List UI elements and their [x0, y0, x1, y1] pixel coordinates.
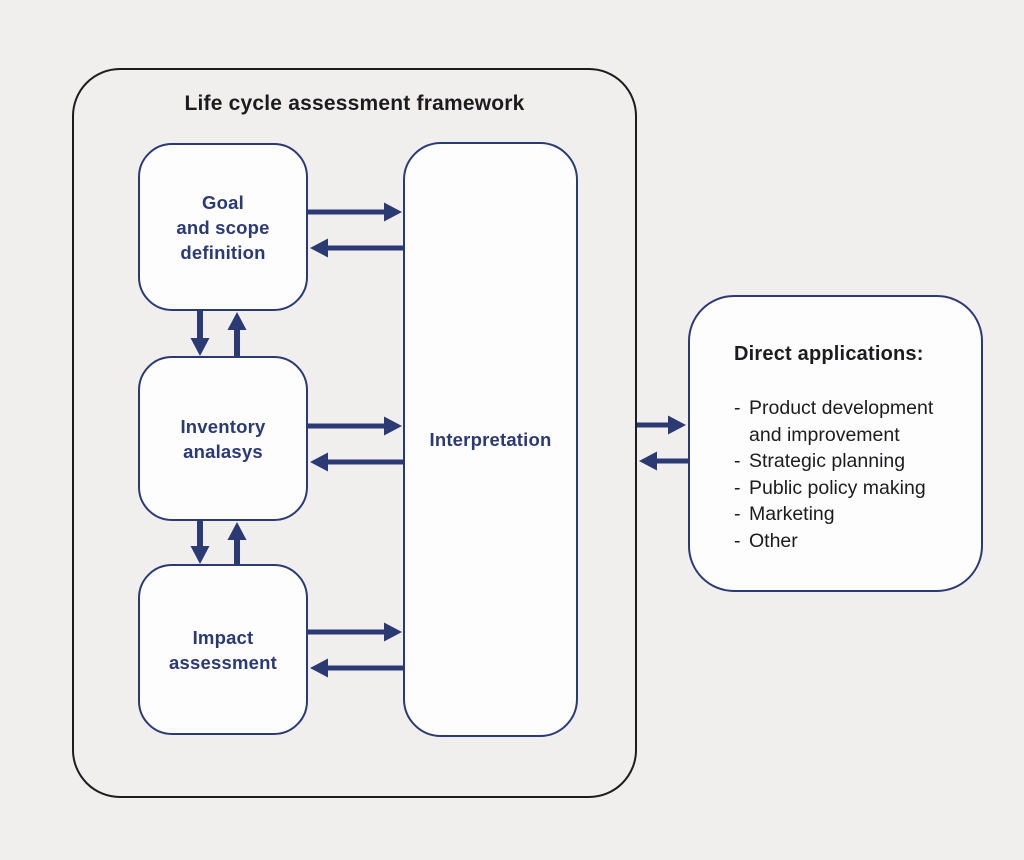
node-interpretation: Interpretation: [403, 142, 578, 737]
list-bullet: -: [734, 503, 741, 525]
node-interpretation-label: Interpretation: [429, 429, 552, 450]
list-bullet: -: [734, 529, 741, 552]
node-impact-assessment-label: Impact assessment: [169, 626, 277, 673]
list-item: -Strategic planning: [734, 448, 963, 475]
list-item: -Product development and improvement: [734, 397, 934, 446]
list-item: -Marketing: [734, 501, 963, 528]
framework-container: [72, 68, 637, 798]
node-inventory-analysis: Inventory analasys: [138, 356, 308, 521]
list-bullet: -: [734, 397, 741, 419]
arrow-framework-to-applications: [637, 415, 686, 435]
list-bullet: -: [734, 476, 741, 499]
node-inventory-analysis-label: Inventory analasys: [180, 415, 266, 462]
framework-title: Life cycle assessment framework: [184, 92, 525, 115]
node-goal-and-scope-label: Goal and scope definition: [176, 191, 270, 263]
direct-applications-list: -Product development and improvement -St…: [734, 395, 963, 554]
node-impact-assessment: Impact assessment: [138, 564, 308, 735]
direct-applications-box: Direct applications: -Product developmen…: [688, 295, 983, 592]
direct-applications-heading: Direct applications:: [734, 343, 924, 365]
list-item: -Other: [734, 528, 963, 555]
list-bullet: -: [734, 450, 741, 472]
list-item: -Public policy making: [734, 475, 963, 502]
arrow-applications-to-framework: [639, 451, 688, 471]
node-goal-and-scope: Goal and scope definition: [138, 143, 308, 311]
